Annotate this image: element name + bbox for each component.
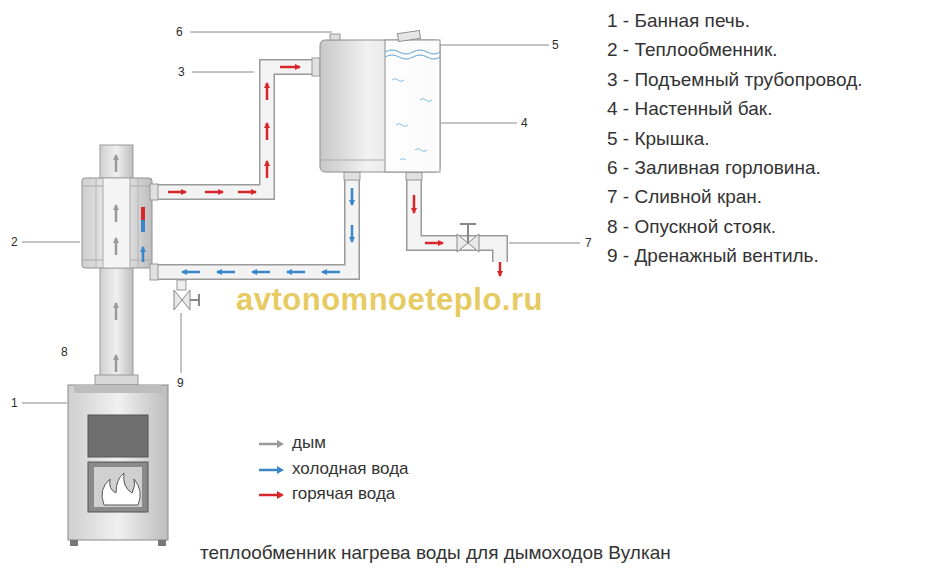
watermark: avtonomnoeteplo.ru <box>236 282 543 318</box>
legend-list-item: 1 - Банная печь. <box>607 10 750 32</box>
callout-number: 1 <box>11 396 18 410</box>
legend-list-item: 7 - Сливной кран. <box>607 186 762 208</box>
callout-number: 7 <box>585 236 592 250</box>
drain-tap <box>457 224 479 252</box>
wall-tank <box>320 31 440 172</box>
flow-arrows <box>116 67 500 372</box>
callout-number: 5 <box>552 38 559 52</box>
legend-list-item: 2 - Теплообменник. <box>607 39 778 61</box>
legend-text: дым <box>292 433 326 453</box>
callout-number: 4 <box>521 116 528 130</box>
legend-arrow <box>258 489 286 501</box>
caption: теплообменник нагрева воды для дымоходов… <box>200 542 671 564</box>
leader-lines <box>22 32 580 403</box>
legend-arrow <box>258 464 286 476</box>
legend-list-item: 9 - Дренажный вентиль. <box>607 245 819 267</box>
legend-text: горячая вода <box>292 484 395 504</box>
legend-list-item: 6 - Заливная горловина. <box>607 157 821 179</box>
callout-number: 9 <box>177 376 184 390</box>
legend-list-item: 4 - Настенный бак. <box>607 98 772 120</box>
legend-text: холодная вода <box>292 459 409 479</box>
legend-list-item: 5 - Крышка. <box>607 128 710 150</box>
heat-exchanger <box>82 178 152 268</box>
drainage-valve <box>174 280 199 310</box>
callout-number: 8 <box>61 345 68 359</box>
legend-list-item: 3 - Подъемный трубопровод. <box>607 69 863 91</box>
callout-number: 2 <box>11 235 18 249</box>
callout-number: 3 <box>178 65 185 79</box>
callout-number: 6 <box>176 25 183 39</box>
chimney-pipe <box>100 145 133 385</box>
sauna-stove <box>68 375 168 546</box>
legend-list-item: 8 - Опускной стояк. <box>607 216 776 238</box>
legend-arrow <box>258 438 286 450</box>
